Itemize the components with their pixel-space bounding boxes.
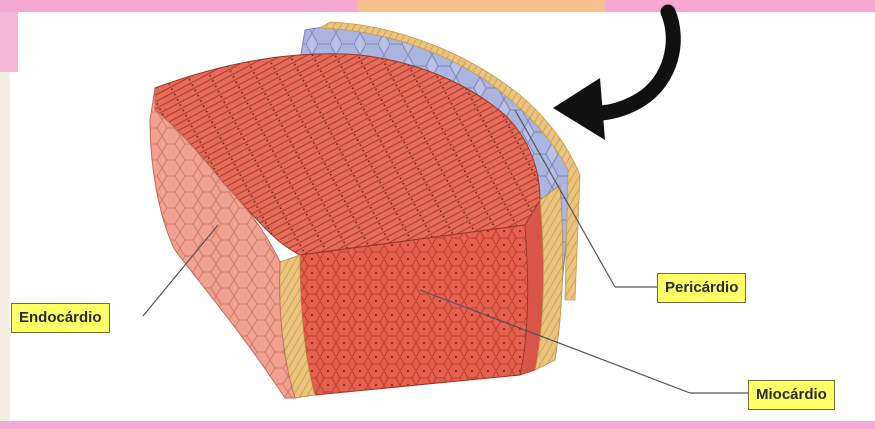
label-miocardio: Miocárdio [748, 380, 835, 410]
label-endocardio: Endocárdio [11, 303, 110, 333]
myocardium-cell-face [300, 225, 528, 395]
label-pericardio: Pericárdio [657, 273, 746, 303]
curved-arrow-icon [553, 12, 673, 140]
